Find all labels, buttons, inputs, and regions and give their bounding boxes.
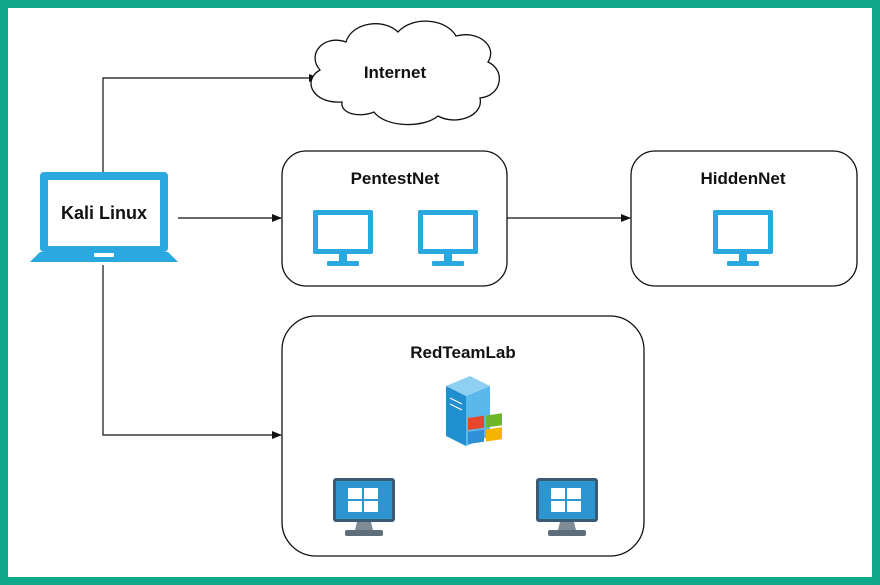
- windows-server-icon: [446, 376, 502, 446]
- kali-linux-label: Kali Linux: [61, 203, 147, 223]
- connector-kali-internet: [102, 74, 319, 174]
- kali-laptop-icon: [30, 172, 178, 262]
- pentestnet-label: PentestNet: [351, 169, 440, 188]
- internet-cloud-icon: [310, 20, 500, 126]
- hiddennet-label: HiddenNet: [701, 169, 786, 188]
- internet-label: Internet: [364, 63, 427, 82]
- connector-kali-redteamlab: [102, 265, 282, 439]
- redteamlab-label: RedTeamLab: [410, 343, 516, 362]
